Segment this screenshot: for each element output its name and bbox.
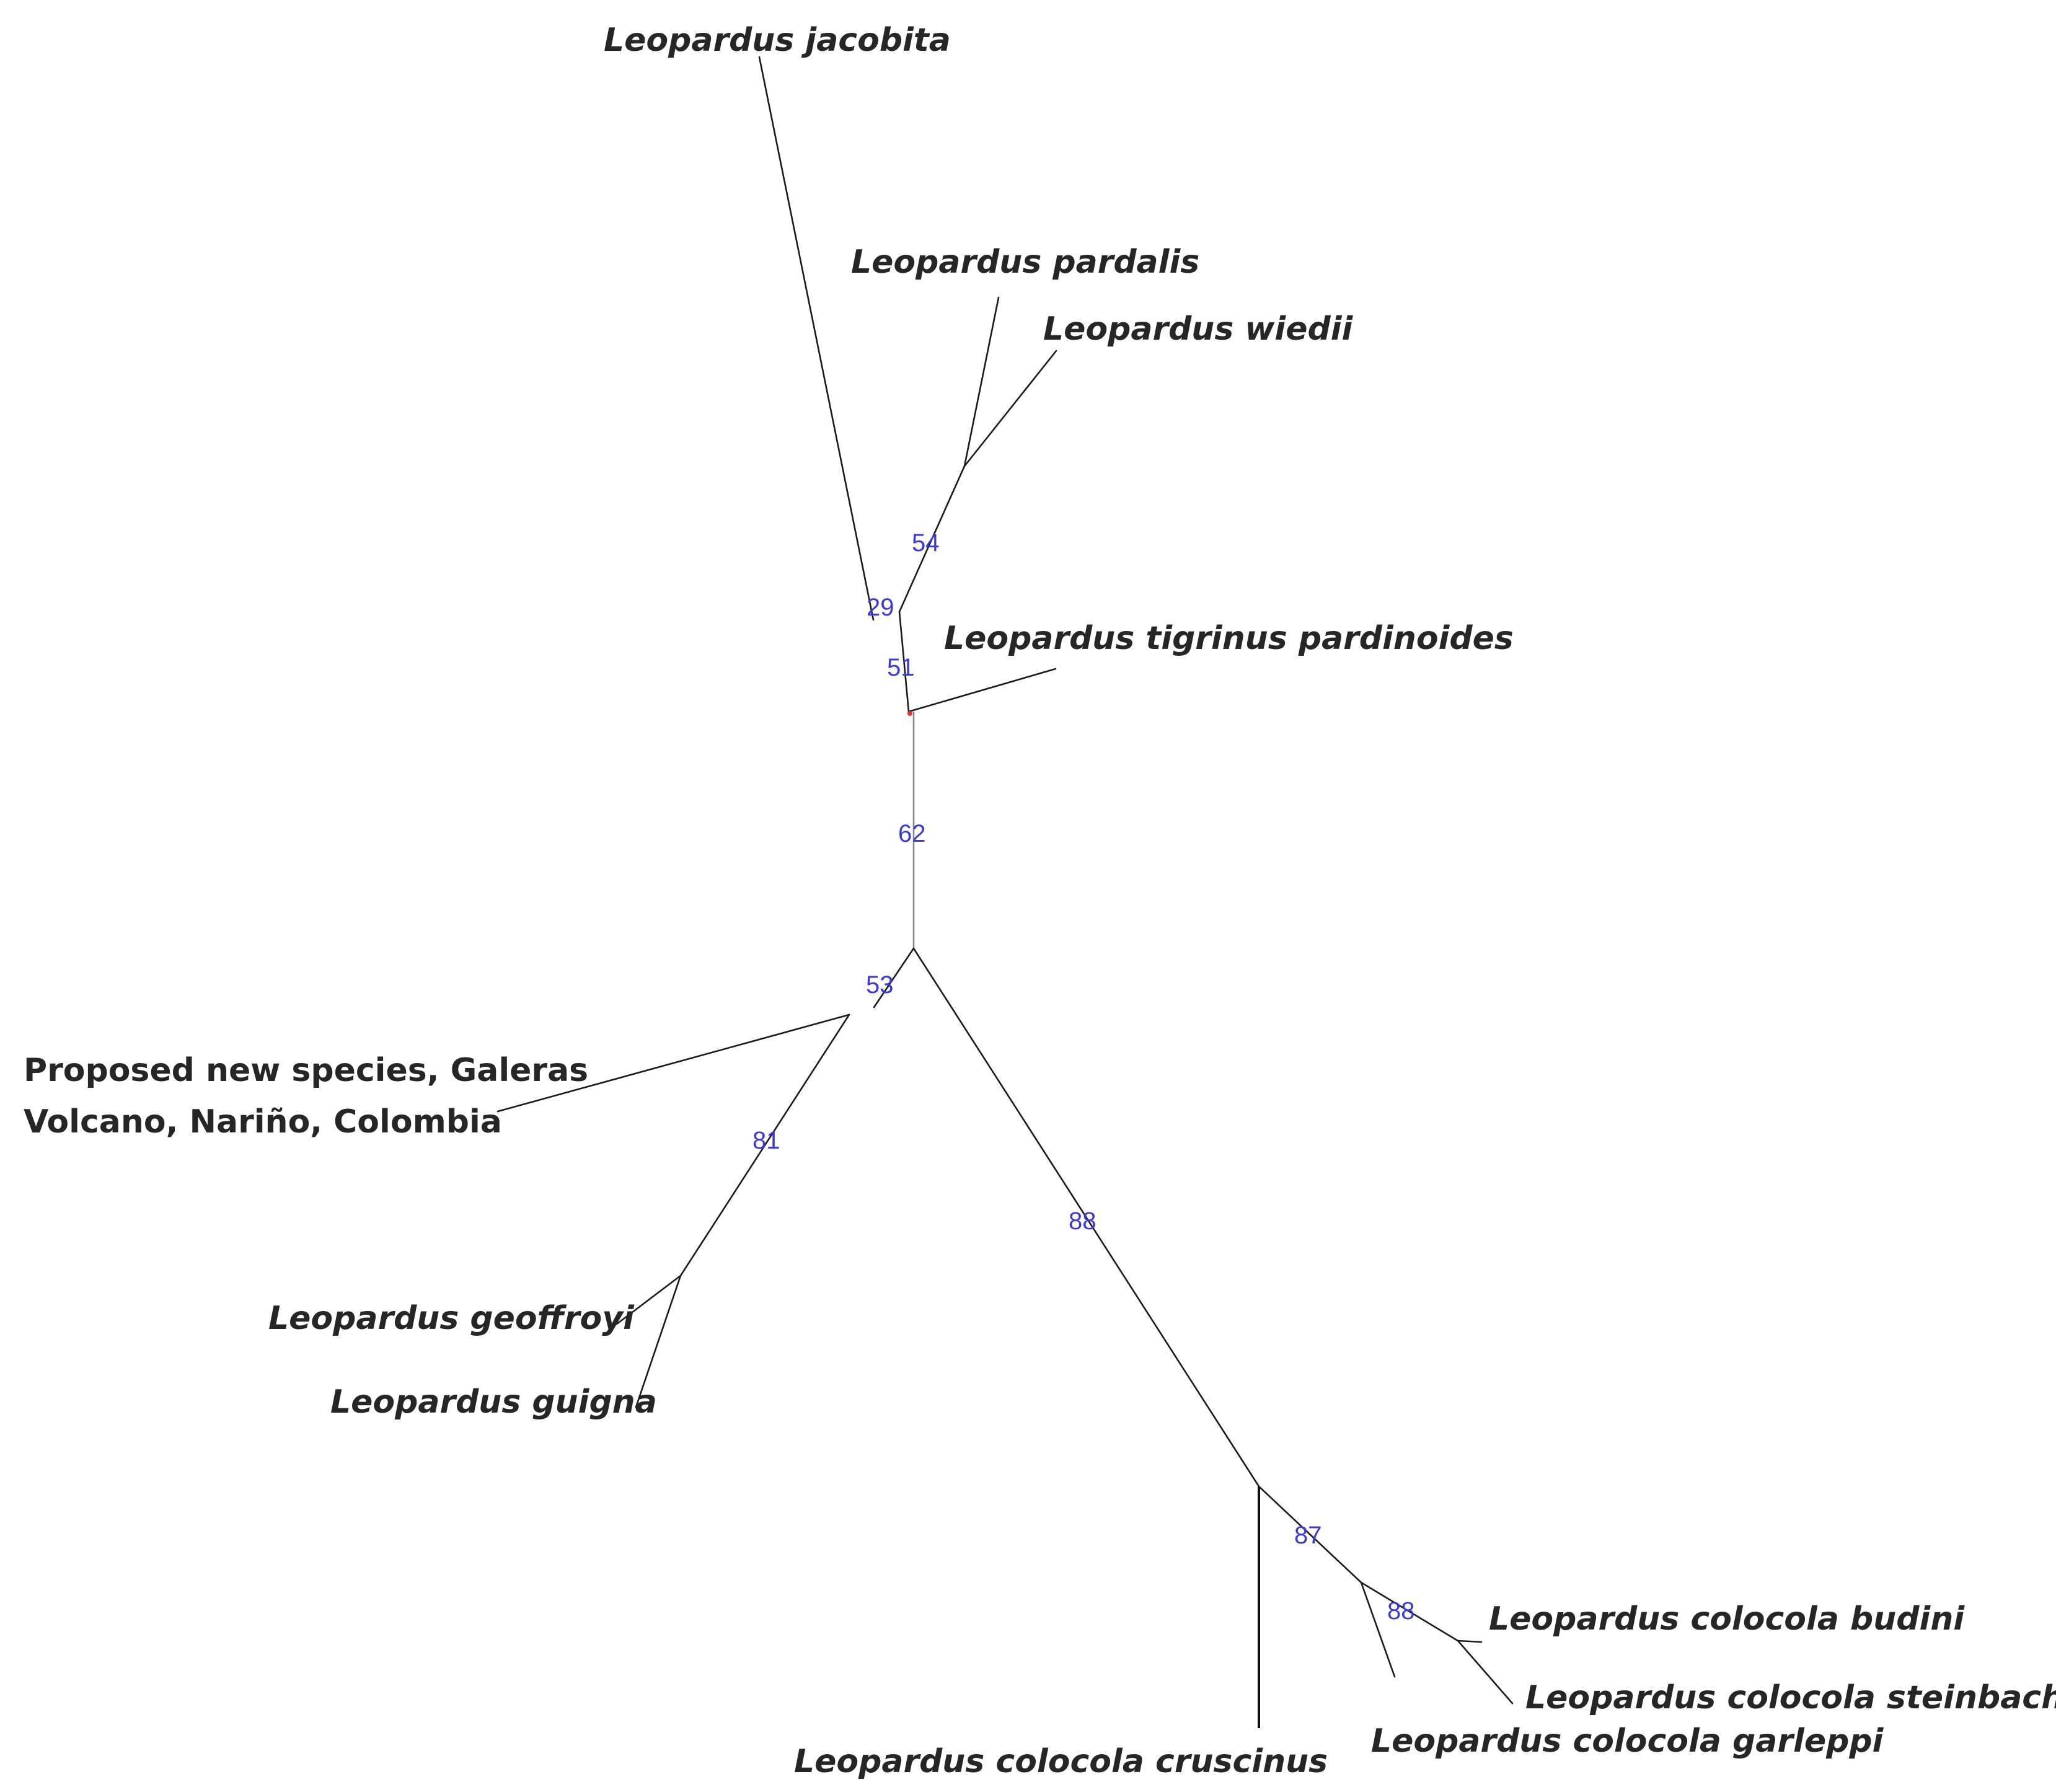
branch-88-inner <box>1360 1581 1459 1642</box>
branch-pardalis-wiedii-stem <box>898 465 966 613</box>
branch-88 <box>912 947 1260 1488</box>
support-88-inner: 88 <box>1387 1597 1415 1625</box>
label-leopardus-tigrinus-pardinoides: Leopardus tigrinus pardinoides <box>944 620 1514 657</box>
taxon-labels: Leopardus jacobita Leopardus pardalis Le… <box>24 22 2056 1780</box>
branch-jacobita <box>758 56 875 621</box>
branch-wiedii <box>963 350 1057 467</box>
label-leopardus-colocola-steinbachi: Leopardus colocola steinbachi <box>1525 1679 2056 1716</box>
branch-guigna <box>635 1274 682 1408</box>
branch-budini <box>1457 1640 1483 1643</box>
branch-29-51 <box>898 611 910 713</box>
label-proposed-new-species-line1: Proposed new species, Galeras <box>24 1052 588 1089</box>
tree-branches <box>496 56 1514 1728</box>
support-62: 62 <box>898 820 926 847</box>
support-54: 54 <box>912 529 940 557</box>
branch-53-left <box>873 947 915 1009</box>
branch-steinbachi <box>1457 1640 1514 1705</box>
label-leopardus-wiedii: Leopardus wiedii <box>1043 311 1354 348</box>
label-leopardus-pardalis: Leopardus pardalis <box>851 244 1199 281</box>
branch-proposed-species <box>496 1013 850 1113</box>
branch-81 <box>679 1013 850 1277</box>
branch-garleppi <box>1360 1581 1396 1678</box>
label-leopardus-colocola-cruscinus: Leopardus colocola cruscinus <box>794 1743 1328 1780</box>
label-leopardus-jacobita: Leopardus jacobita <box>604 22 951 59</box>
support-87: 87 <box>1294 1522 1322 1549</box>
branch-geoffroyi <box>615 1274 682 1325</box>
support-values: 54 29 51 62 53 81 88 87 88 <box>752 529 1415 1625</box>
support-81: 81 <box>752 1127 780 1154</box>
branch-pardalis <box>963 296 1000 467</box>
support-51: 51 <box>887 654 915 681</box>
label-leopardus-colocola-budini: Leopardus colocola budini <box>1489 1600 1965 1638</box>
support-29: 29 <box>867 594 894 621</box>
support-53: 53 <box>866 971 894 999</box>
root-node-dot <box>907 711 912 716</box>
label-leopardus-geoffroyi: Leopardus geoffroyi <box>268 1300 635 1337</box>
label-proposed-new-species-line2: Volcano, Nariño, Colombia <box>24 1103 502 1141</box>
branch-87 <box>1258 1485 1362 1584</box>
label-leopardus-guigna: Leopardus guigna <box>330 1384 657 1421</box>
branch-tigrinus <box>907 668 1057 713</box>
support-88-outer: 88 <box>1069 1207 1096 1235</box>
label-leopardus-colocola-garleppi: Leopardus colocola garleppi <box>1371 1723 1884 1760</box>
